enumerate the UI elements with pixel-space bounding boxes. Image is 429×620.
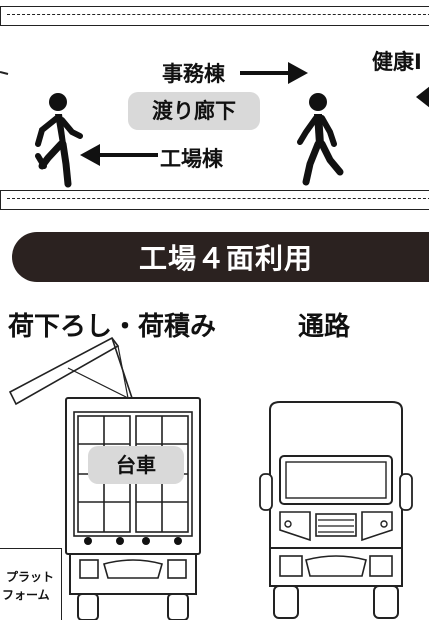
passage-section-label: 通路 xyxy=(298,312,351,342)
platform-box xyxy=(0,548,62,620)
platform-label-line2: フォーム xyxy=(2,588,50,602)
arrow-left-icon xyxy=(80,144,158,166)
corridor-wall-bottom xyxy=(0,190,429,210)
health-building-label: 健康I xyxy=(372,50,422,74)
arrow-right-icon xyxy=(240,62,308,84)
office-building-label: 事務棟 xyxy=(162,62,225,86)
factory-building-label: 工場棟 xyxy=(160,147,223,171)
arrow-left-icon xyxy=(416,86,429,108)
edge-marker-icon xyxy=(0,71,9,75)
walking-person-icon xyxy=(35,93,83,188)
cart-label: 台車 xyxy=(88,446,184,484)
truck-front-illustration xyxy=(259,401,413,619)
section-banner: 工場４面利用 xyxy=(12,232,429,282)
walking-person-icon xyxy=(297,93,344,186)
walkway-label: 渡り廊下 xyxy=(128,92,260,130)
loading-section-label: 荷下ろし・荷積み xyxy=(8,312,217,342)
platform-label-line1: プラット xyxy=(6,570,55,584)
corridor-wall-top xyxy=(0,6,429,26)
